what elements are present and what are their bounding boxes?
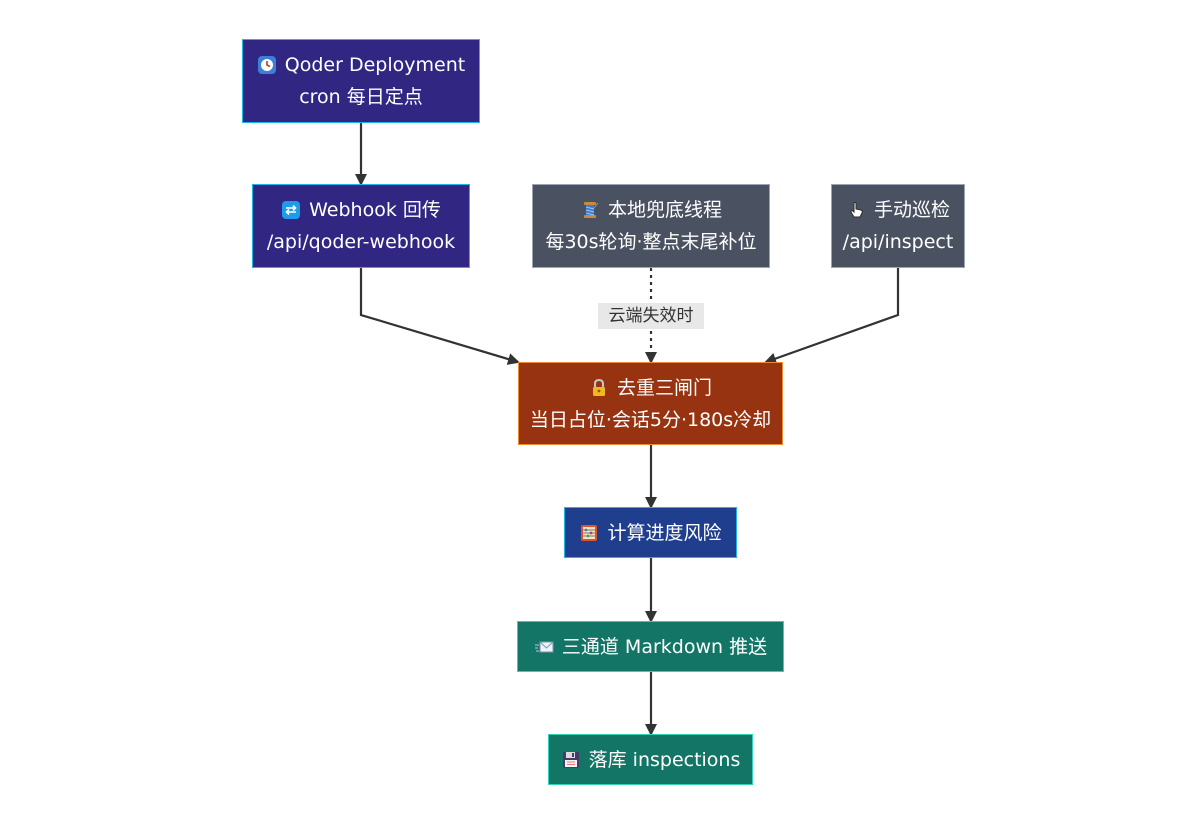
node-local-fallback-thread-subtitle: 每30s轮询·整点末尾补位 <box>545 231 757 253</box>
node-manual-inspection-subtitle: /api/inspect <box>842 231 954 253</box>
edge-label-cloud-failure: 云端失效时 <box>598 303 704 329</box>
node-three-channel-push: 三通道 Markdown 推送 <box>517 621 784 672</box>
node-qoder-deployment-title: Qoder Deployment <box>284 54 466 76</box>
node-local-fallback-thread: 本地兜底线程 每30s轮询·整点末尾补位 <box>532 184 770 268</box>
node-manual-inspection: 手动巡检 /api/inspect <box>831 184 965 268</box>
node-dedupe-gates-subtitle: 当日占位·会话5分·180s冷却 <box>529 408 772 431</box>
node-manual-inspection-title: 手动巡检 <box>873 199 950 221</box>
abacus-icon <box>579 523 599 543</box>
edge-inspect-to-dedupe <box>764 268 900 365</box>
node-compute-progress-risk: 计算进度风险 <box>564 507 737 558</box>
cron-clock-icon <box>257 55 277 75</box>
envelope-icon <box>534 637 554 657</box>
thread-spool-icon <box>580 200 600 220</box>
node-compute-progress-risk-title: 计算进度风险 <box>607 521 722 544</box>
node-local-fallback-thread-title: 本地兜底线程 <box>607 199 722 221</box>
node-qoder-deployment: Qoder Deployment cron 每日定点 <box>242 39 480 123</box>
node-three-channel-push-title: 三通道 Markdown 推送 <box>561 635 768 658</box>
hand-pointer-icon <box>846 200 866 220</box>
node-webhook-subtitle: /api/qoder-webhook <box>266 231 456 253</box>
node-dedupe-gates-title: 去重三闸门 <box>616 376 712 399</box>
node-webhook: Webhook 回传 /api/qoder-webhook <box>252 184 470 268</box>
edge-webhook-to-dedupe <box>359 268 520 365</box>
node-webhook-title: Webhook 回传 <box>309 199 441 221</box>
floppy-disk-icon <box>561 750 581 770</box>
node-dedupe-gates: 去重三闸门 当日占位·会话5分·180s冷却 <box>518 362 783 445</box>
lock-icon <box>589 378 609 398</box>
node-qoder-deployment-subtitle: cron 每日定点 <box>299 86 423 108</box>
sync-arrows-icon <box>281 200 301 220</box>
node-store-inspections: 落库 inspections <box>548 734 753 785</box>
node-store-inspections-title: 落库 inspections <box>588 748 741 771</box>
